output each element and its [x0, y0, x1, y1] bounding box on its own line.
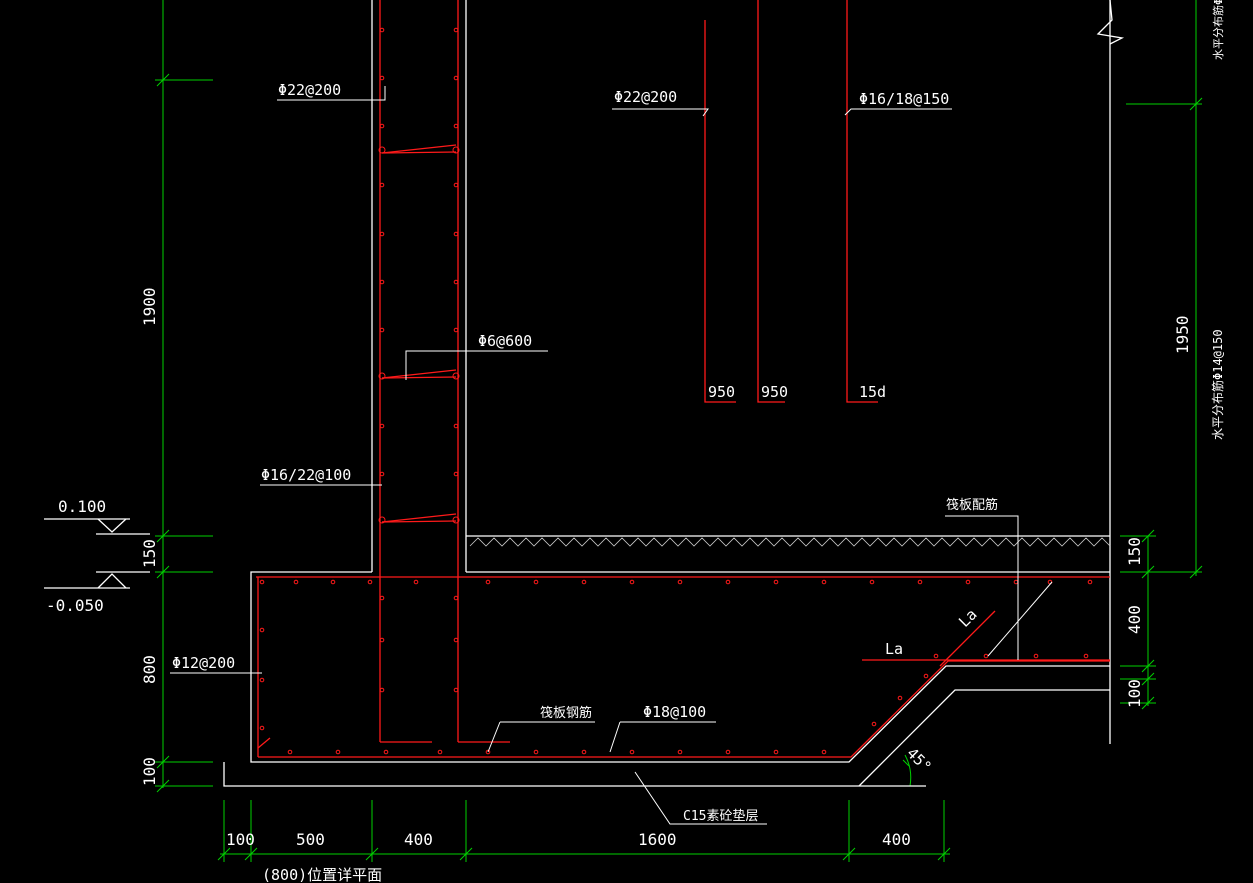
- dim-left-100: 100: [140, 757, 159, 786]
- label-right-dist-bottom: 水平分布筋Φ14@150: [1210, 329, 1225, 440]
- dim-left-800: 800: [140, 655, 159, 684]
- label-mid-vertical-right: Φ16/18@150: [859, 90, 949, 108]
- label-anchor-950-a: 950: [708, 383, 735, 401]
- dim-right-150: 150: [1125, 537, 1144, 566]
- label-raft-top-config: 筏板配筋: [946, 497, 998, 513]
- label-slope-angle: 45°: [903, 744, 935, 776]
- label-wall-tie: Φ6@600: [478, 332, 532, 350]
- label-slab-edge: Φ12@200: [172, 654, 235, 672]
- dimension-lines: [155, 0, 1203, 862]
- label-right-dist-top: 水平分布筋Φ: [1211, 0, 1225, 60]
- label-anchor-15d: 15d: [859, 383, 886, 401]
- dim-left-150: 150: [140, 539, 159, 568]
- label-la-horizontal: La: [885, 640, 903, 658]
- dim-bottom-500: 500: [296, 830, 325, 849]
- concrete-outline: [44, 0, 1125, 787]
- dim-right-100: 100: [1125, 679, 1144, 708]
- dim-bottom-1600: 1600: [638, 830, 677, 849]
- rebar-dots: [259, 27, 1093, 755]
- dim-right-400: 400: [1125, 605, 1144, 634]
- leader-lines: [170, 86, 1053, 825]
- floor-hatch: [469, 537, 1111, 547]
- dim-bottom-400b: 400: [882, 830, 911, 849]
- dim-right-1950: 1950: [1173, 315, 1192, 354]
- label-wall-horizontal: Φ16/22@100: [261, 466, 351, 484]
- dim-left-1900: 1900: [140, 287, 159, 326]
- elevation-upper: 0.100: [58, 497, 106, 516]
- label-bedding: C15素砼垫层: [683, 808, 758, 824]
- rebar: [256, 0, 1110, 758]
- label-mid-vertical-left: Φ22@200: [614, 88, 677, 106]
- label-wall-left-vertical: Φ22@200: [278, 81, 341, 99]
- label-raft-bottom: Φ18@100: [643, 703, 706, 721]
- label-anchor-950-b: 950: [761, 383, 788, 401]
- label-la-sloped: La: [955, 605, 981, 631]
- label-raft-bars: 筏板钢筋: [540, 705, 592, 721]
- footer-plan-note: (800)位置详平面: [262, 866, 382, 883]
- elevation-lower: -0.050: [46, 596, 104, 615]
- dim-bottom-400a: 400: [404, 830, 433, 849]
- dim-bottom-100: 100: [226, 830, 255, 849]
